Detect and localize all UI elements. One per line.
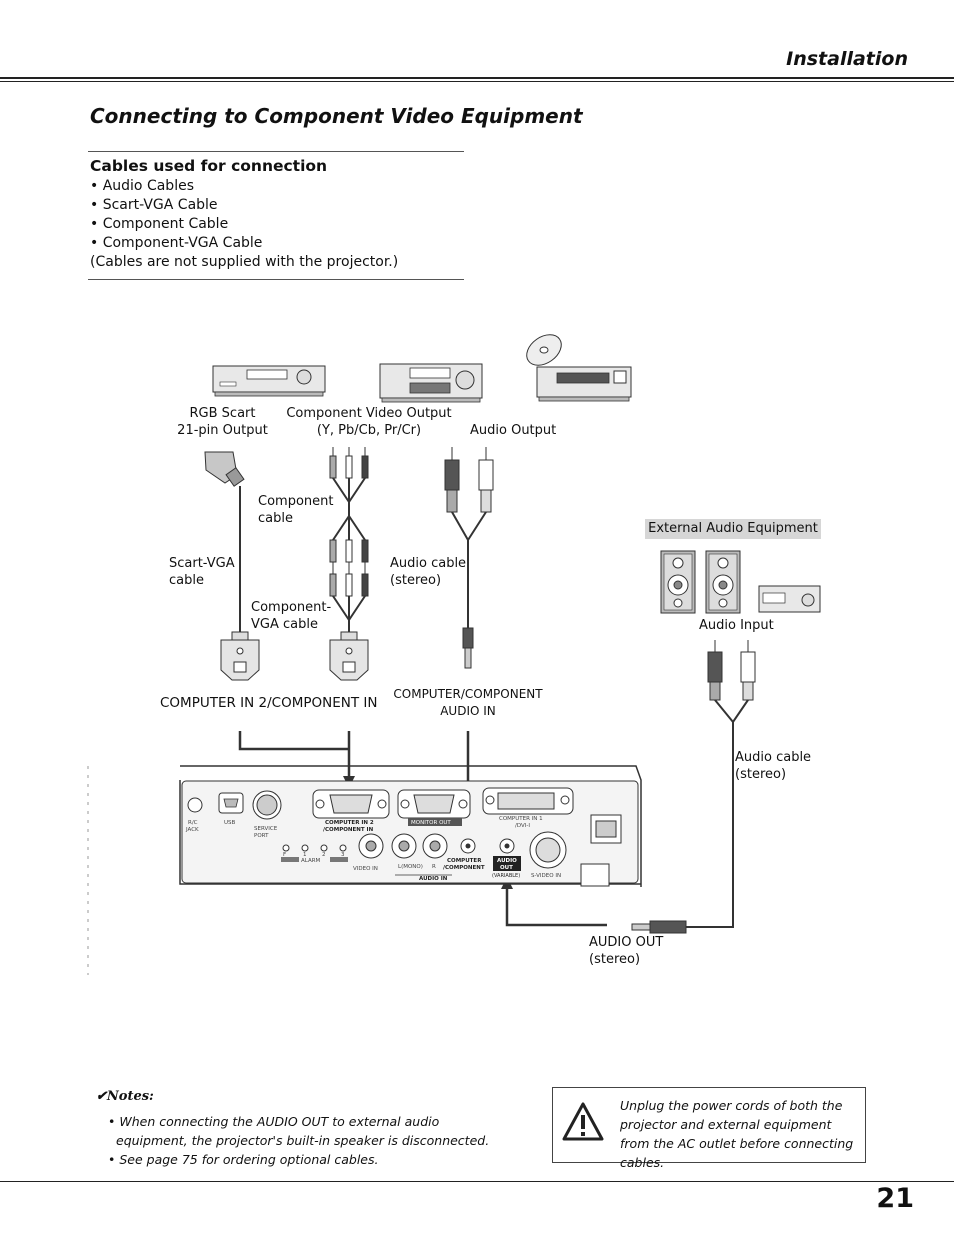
label-audio-cable-stereo-right: Audio cable (stereo): [735, 750, 812, 782]
page-title: Connecting to Component Video Equipment: [90, 104, 583, 128]
label-audio-cable-stereo: Audio cable (stereo): [390, 556, 467, 588]
notes-list: • When connecting the AUDIO OUT to exter…: [108, 1112, 508, 1169]
cable-list: • Audio Cables • Scart-VGA Cable • Compo…: [90, 177, 398, 272]
label-computer-in2: COMPUTER IN 2/COMPONENT IN: [160, 695, 378, 711]
component-rca-top: [329, 447, 369, 541]
footer-rule: [0, 1181, 954, 1182]
cable-item: • Component-VGA Cable: [90, 235, 263, 251]
label-scart-vga-cable: Scart-VGA cable: [169, 556, 235, 588]
warning-text: Unplug the power cords of both the proje…: [620, 1098, 854, 1170]
audio-cable-right: [631, 640, 756, 934]
vga-plug-middle: [329, 631, 369, 681]
cable-item: • Audio Cables: [90, 178, 194, 194]
panel-alarm-1: 1: [303, 852, 307, 858]
label-rgb-scart: RGB Scart 21-pin Output: [177, 406, 268, 438]
cables-note: (Cables are not supplied with the projec…: [90, 254, 399, 270]
label-component-cable: Component cable: [258, 494, 334, 526]
label-external-audio-equipment: External Audio Equipment: [645, 519, 821, 539]
cables-box: [88, 151, 464, 280]
audio-receiver-device: [526, 334, 632, 402]
note-item: • When connecting the AUDIO OUT to exter…: [108, 1114, 490, 1148]
vcr-device: [212, 365, 326, 397]
panel-alarm-2: 2: [322, 852, 326, 858]
header-rule: [0, 77, 954, 79]
amplifier-device: [758, 585, 821, 613]
notes-heading: ✔Notes:: [96, 1089, 154, 1104]
label-audio-out: AUDIO OUT (stereo): [589, 935, 664, 967]
label-component-video-output: Component Video Output (Y, Pb/Cb, Pr/Cr): [286, 406, 452, 438]
page-number: 21: [876, 1183, 914, 1214]
panel-alarm-f: F: [283, 852, 286, 858]
panel-audio-in: AUDIO IN: [419, 876, 448, 882]
speaker-right: [705, 550, 741, 614]
note-item: • See page 75 for ordering optional cabl…: [108, 1152, 379, 1167]
cable-item: • Component Cable: [90, 216, 229, 232]
projector-panel: [87, 765, 642, 975]
warning-icon: [562, 1102, 604, 1141]
dvd-device: [379, 363, 483, 403]
cable-item: • Scart-VGA Cable: [90, 197, 218, 213]
panel-s-video-in: S-VIDEO IN: [531, 873, 561, 879]
speaker-left: [660, 550, 696, 614]
scart-plug: [204, 451, 245, 632]
panel-alarm-3: 3: [341, 852, 345, 858]
panel-r: R: [432, 864, 436, 870]
panel-alarm: ALARM: [301, 858, 321, 864]
audio-cable-left: [444, 447, 494, 669]
section-title: Installation: [786, 48, 908, 70]
panel-usb: USB: [224, 820, 236, 826]
label-computer-component-audio-in: COMPUTER/COMPONENT AUDIO IN: [393, 687, 543, 718]
cables-heading: Cables used for connection: [90, 157, 328, 175]
label-audio-output: Audio Output: [470, 423, 557, 438]
label-component-vga-cable: Component- VGA cable: [251, 600, 332, 632]
panel-video-in: VIDEO IN: [353, 866, 378, 872]
panel-monitor-out: MONITOR OUT: [411, 820, 451, 826]
warning-box: [552, 1087, 866, 1163]
label-audio-input: Audio Input: [699, 618, 774, 633]
panel-l-mono: L(MONO): [398, 864, 423, 870]
panel-computer-in2: COMPUTER IN 2/COMPONENT IN: [323, 820, 374, 833]
vga-plug-left: [220, 631, 260, 681]
panel-computer-component: COMPUTER/COMPONENT: [443, 858, 485, 871]
panel-computer-in1: COMPUTER IN 1/DVI-I: [499, 816, 543, 829]
panel-variable: (VARIABLE): [492, 873, 520, 879]
header-rule-thin: [0, 81, 954, 82]
component-rca-bottom: [329, 539, 369, 632]
